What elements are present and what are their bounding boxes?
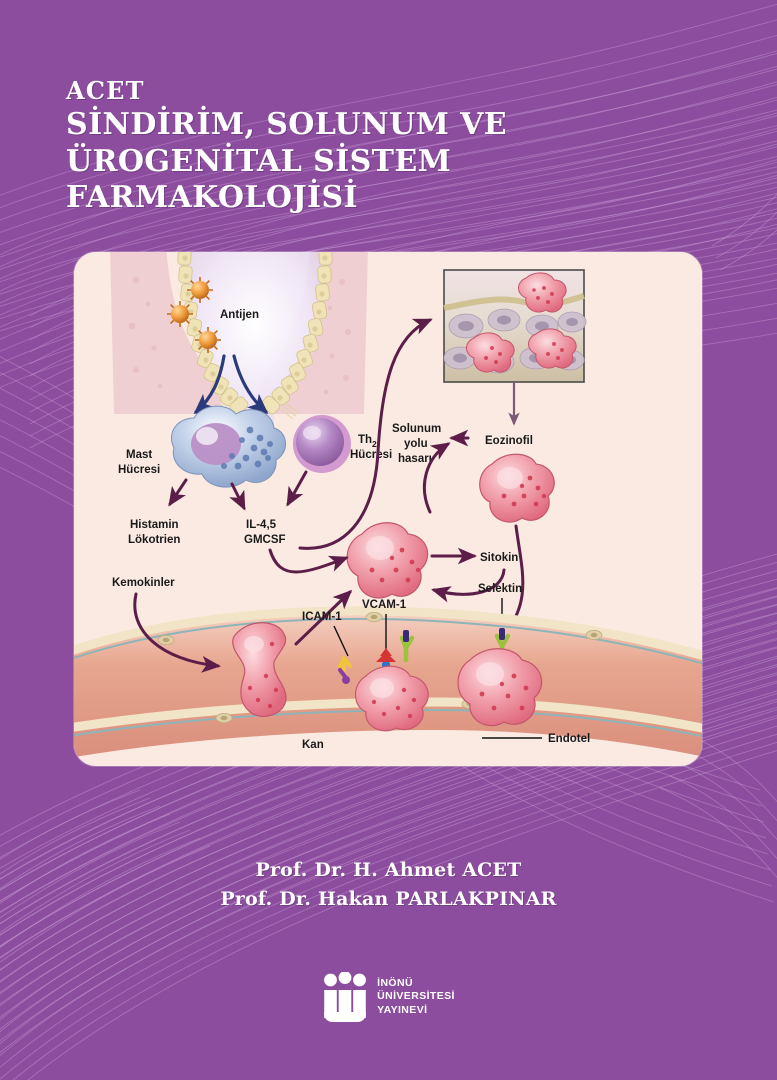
icam-receptor-icon [338,656,352,684]
label-selektin: Selektin [478,583,522,595]
selectin-receptor-icon-left [399,630,415,663]
label-gmcsf: GMCSF [244,534,286,546]
publisher-name: İNÖNÜ ÜNİVERSİTESİ YAYINEVİ [377,977,455,1017]
eosinophil-adherent [354,665,429,732]
label-il45: IL-4,5 [246,519,277,531]
th2-cell-illustration [293,415,351,473]
damage-inbound-arrow [422,429,470,514]
label-lokotrien: Lökotrien [128,534,180,546]
label-icam1: ICAM-1 [302,611,342,623]
cytokine-feedback-arrow [431,568,506,603]
label-eozinofil: Eozinofil [485,435,533,447]
label-mast-line1: Mast [126,449,152,461]
label-th2-subscript: 2 [372,439,377,449]
eosinophil-cell-right [479,453,555,523]
label-th2-line1: Th [358,434,372,446]
antigen-split-arrows [193,354,269,415]
tissue-inset-box [443,269,587,383]
mast-cell-illustration [171,405,286,488]
mediator-arrows [168,470,308,511]
label-histamin: Histamin [130,519,179,531]
label-endotel: Endotel [548,733,590,745]
il-to-eosinophil-arrow [268,548,349,574]
label-sitokin: Sitokin [480,552,518,564]
book-title-line-2: ÜROGENİTAL SİSTEM FARMAKOLOJİSİ [66,143,452,216]
icam-leader-line [333,625,349,657]
publisher-block: İNÖNÜ ÜNİVERSİTESİ YAYINEVİ [0,972,777,1022]
label-th2-line2: Hücresi [350,449,392,461]
airway-mucosa-illustration [110,252,368,452]
label-mast-line2: Hücresi [118,464,160,476]
eosinophil-rolling-right [457,648,543,727]
immunology-diagram: Antijen Mast [74,252,702,766]
title-block: ACET SİNDİRİM, SOLUNUM VE ÜROGENİTAL SİS… [66,78,726,217]
label-solunum-2: yolu [404,438,428,450]
author-2: Prof. Dr. Hakan PARLAKPINAR [220,887,557,910]
author-1: Prof. Dr. H. Ahmet ACET [255,859,522,881]
book-title-line-1: SİNDİRİM, SOLUNUM VE [66,107,508,143]
authors-block: Prof. Dr. H. Ahmet ACET Prof. Dr. Hakan … [0,856,777,913]
inonu-university-press-logo-icon [324,972,367,1022]
series-title: ACET [66,76,145,105]
label-solunum-1: Solunum [392,423,441,435]
label-solunum-3: hasarı [398,453,432,465]
publisher-line-3: YAYINEVİ [377,1003,428,1016]
label-antijen: Antijen [220,309,259,321]
label-vcam1: VCAM-1 [362,599,407,611]
chemokine-arrow [133,592,221,673]
antigen-particles: Antijen [167,277,259,353]
label-kan: Kan [302,739,324,751]
cover-illustration-panel: Antijen Mast [74,252,702,766]
label-kemokinler: Kemokinler [112,577,175,589]
publisher-line-2: ÜNİVERSİTESİ [377,990,455,1003]
eosinophil-cell-center [346,522,429,599]
il-to-tissue-arrow [298,318,433,550]
publisher-line-1: İNÖNÜ [377,976,413,989]
eosinophil-diapedesis [232,622,287,717]
migration-arrow [294,589,353,646]
